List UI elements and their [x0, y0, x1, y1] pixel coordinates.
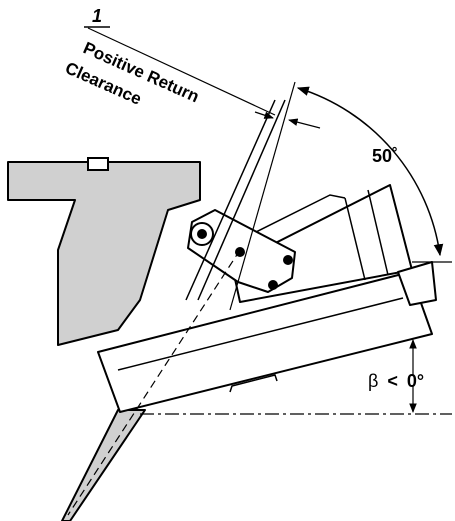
beta-relation: < — [387, 371, 398, 391]
callout-number: 1 — [92, 6, 102, 26]
angle-label: 50˚ — [372, 146, 398, 166]
beta-label: β < 0° — [368, 371, 424, 391]
bolt-2 — [283, 255, 293, 265]
clearance-line-b — [197, 99, 286, 301]
jaw-lip — [397, 261, 437, 306]
beta-value: 0° — [407, 371, 424, 391]
clamp-plate — [97, 271, 433, 413]
clamp-assembly — [97, 184, 437, 413]
clamp-plate-inner-edge — [117, 297, 404, 371]
bolt-3 — [268, 280, 278, 290]
clearance-lines — [67, 27, 321, 516]
angle-dimension — [296, 86, 452, 263]
clearance-arrow-left — [254, 111, 274, 119]
beta-symbol: β — [368, 371, 378, 391]
base-body-shape — [7, 161, 201, 346]
vertical-reference-line — [229, 81, 296, 311]
clearance-arrow-right — [288, 118, 321, 129]
clamp-plate-slot — [229, 374, 278, 393]
dashed-axis-line — [67, 249, 241, 516]
beta-dimension — [140, 339, 452, 415]
angle-arc — [296, 86, 444, 257]
base-top-notch — [87, 157, 109, 171]
leader-line — [87, 27, 276, 116]
pivot-pin-core — [197, 229, 207, 239]
clearance-line-a — [185, 99, 276, 301]
